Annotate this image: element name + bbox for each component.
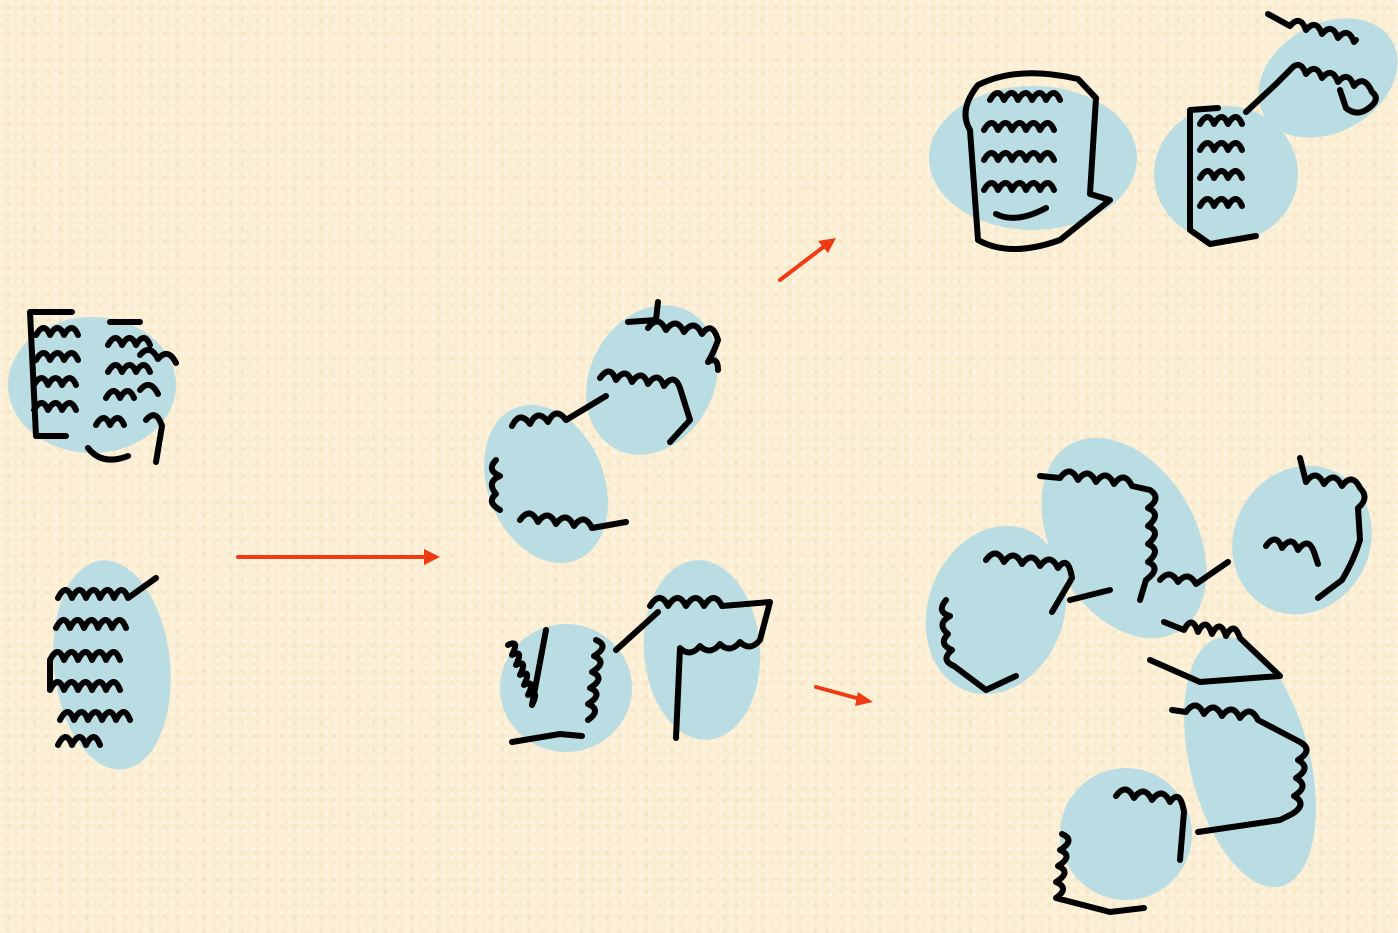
aggregate-cluster — [903, 408, 1398, 912]
arrow-unfolding — [238, 549, 440, 565]
domain-blob — [1161, 623, 1339, 900]
arrow-to-aggregate — [816, 687, 873, 706]
refolded-protein-right — [1154, 0, 1398, 244]
arrow-to-refolded — [780, 238, 836, 280]
domain-blob — [929, 86, 1137, 230]
folded-protein-top — [8, 312, 176, 462]
folded-protein-bottom — [43, 555, 180, 776]
unfolded-protein-bottom — [500, 556, 770, 752]
unfolded-protein-top — [462, 282, 744, 582]
refolded-protein-left — [929, 73, 1137, 249]
